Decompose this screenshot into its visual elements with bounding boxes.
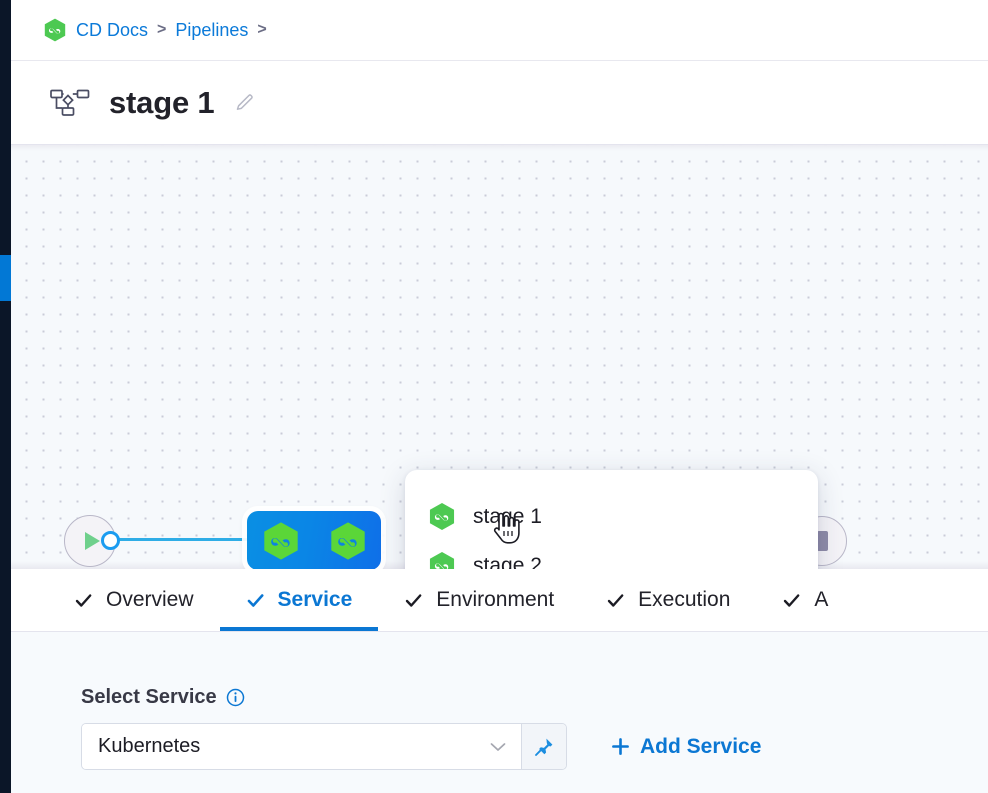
tab-environment[interactable]: Environment [378, 569, 580, 631]
breadcrumb-link-cd-docs[interactable]: CD Docs [76, 19, 149, 40]
breadcrumb-separator: > [257, 21, 267, 38]
tab-service[interactable]: Service [219, 569, 379, 631]
service-form-panel: Select Service Kubernetes [11, 632, 988, 793]
tab-overview[interactable]: Overview [48, 569, 220, 631]
plus-icon [612, 738, 629, 755]
service-dropdown-value: Kubernetes [98, 735, 201, 757]
check-icon [406, 593, 422, 607]
add-service-label: Add Service [640, 734, 762, 758]
tab-label: Execution [638, 588, 731, 611]
check-icon [75, 593, 92, 607]
pipeline-connector-line [118, 538, 248, 541]
harness-hexagon-icon [330, 521, 365, 560]
harness-hexagon-icon [429, 503, 455, 530]
pin-icon [535, 738, 553, 756]
select-service-control: Kubernetes [81, 723, 567, 770]
breadcrumb-link-pipelines[interactable]: Pipelines [175, 19, 249, 40]
info-icon[interactable] [226, 688, 245, 707]
pencil-edit-icon[interactable] [234, 92, 256, 114]
harness-hexagon-icon [429, 552, 455, 569]
canvas-top-shadow [11, 145, 988, 151]
play-icon [85, 532, 100, 550]
harness-hexagon-icon [263, 521, 298, 560]
tab-label: Overview [106, 588, 194, 611]
left-nav-rail [0, 0, 11, 793]
tab-label: Environment [436, 588, 555, 611]
start-connector-dot[interactable] [101, 531, 120, 550]
stage-config-tabs: Overview Service Environment Execution A [11, 569, 988, 632]
service-dropdown[interactable]: Kubernetes [82, 724, 521, 769]
stop-icon [816, 531, 828, 551]
breadcrumb-separator: > [157, 21, 167, 38]
harness-hexagon-icon [44, 18, 66, 42]
tab-label: Service [277, 588, 353, 611]
tab-execution[interactable]: Execution [580, 569, 756, 631]
pipeline-canvas[interactable]: stage 1 + 1 more stages Add Stage stage … [11, 145, 988, 569]
popup-item-stage-2[interactable]: stage 2 [405, 541, 818, 569]
chevron-down-icon [490, 742, 506, 751]
page-title-bar: stage 1 [11, 61, 988, 145]
pipeline-start-node[interactable] [64, 515, 116, 567]
left-nav-active-accent [0, 255, 11, 301]
stage-selector-popup: stage 1 stage 2 [405, 470, 818, 569]
select-service-label-row: Select Service [81, 686, 988, 709]
tab-advanced[interactable]: A [756, 569, 854, 631]
popup-item-stage-1[interactable]: stage 1 [405, 492, 818, 541]
pin-service-button[interactable] [521, 724, 566, 769]
page-title: stage 1 [109, 84, 215, 120]
check-icon [607, 593, 624, 607]
add-service-button[interactable]: Add Service [611, 735, 761, 759]
tab-label: A [814, 588, 829, 611]
popup-item-label: stage 1 [473, 504, 542, 528]
breadcrumb: CD Docs > Pipelines > [11, 0, 988, 61]
select-service-row: Kubernetes Add Service [81, 723, 988, 770]
pipeline-stage-icon [50, 89, 90, 116]
popup-item-label: stage 2 [473, 553, 542, 570]
check-icon [784, 593, 800, 607]
select-service-label: Select Service [81, 686, 217, 708]
stage-group-node[interactable] [247, 511, 381, 569]
check-icon [247, 593, 264, 607]
